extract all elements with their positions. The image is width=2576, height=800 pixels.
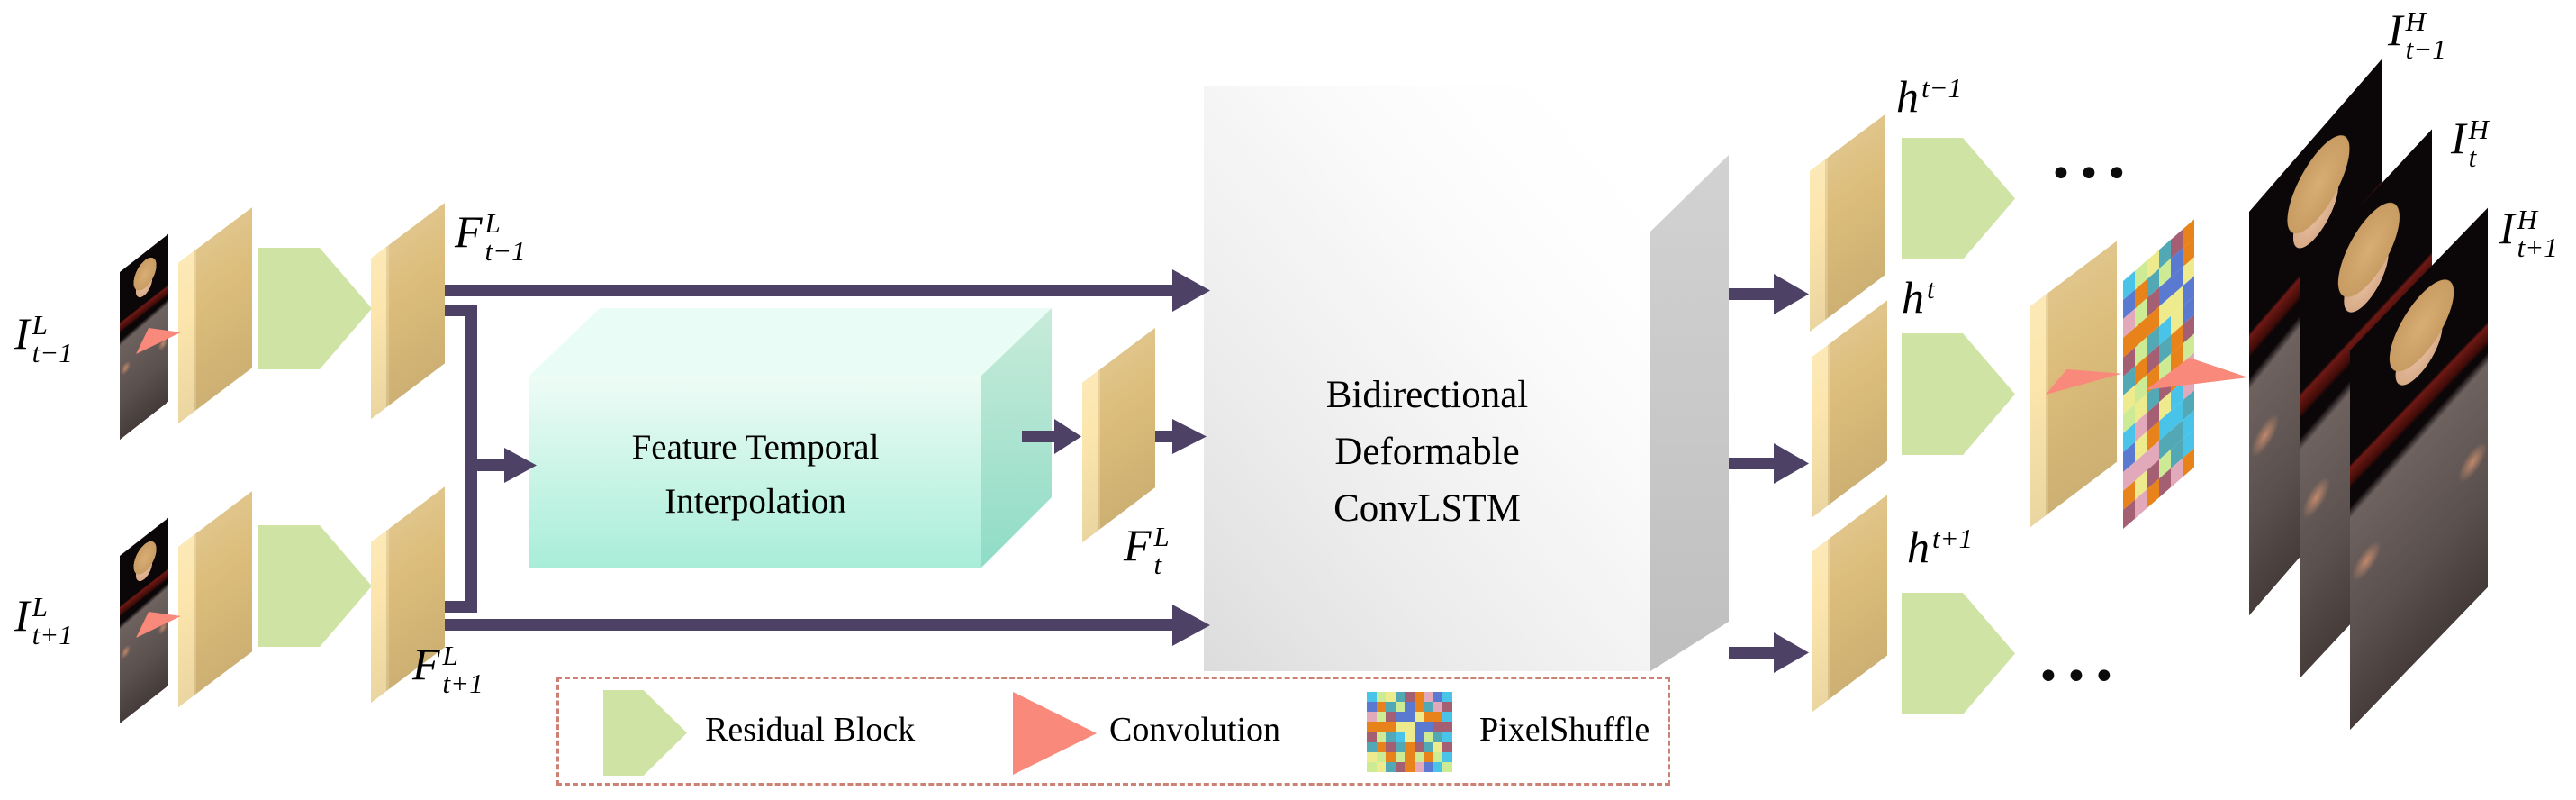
pixelshuffle-icon bbox=[1367, 692, 1452, 772]
hidden-state-t-label: h t bbox=[1902, 272, 1935, 323]
legend-residual-block-label: Residual Block bbox=[705, 711, 916, 749]
convolution-icon bbox=[1013, 692, 1097, 775]
convlstm-box-title: Bidirectional Deformable ConvLSTM bbox=[1325, 374, 1529, 530]
ellipsis-top: ••• bbox=[2049, 151, 2133, 197]
hidden-state-next-label: h t+1 bbox=[1907, 522, 1974, 572]
residual-block-icon bbox=[603, 690, 687, 776]
hidden-state-prev-label: h t−1 bbox=[1896, 71, 1963, 122]
fti-box-title: Feature Temporal Interpolation bbox=[631, 428, 880, 521]
legend: Residual Block Convolution PixelShuffle bbox=[556, 677, 1670, 786]
legend-convolution-label: Convolution bbox=[1109, 711, 1281, 749]
ellipsis-bottom: ••• bbox=[2037, 654, 2120, 700]
feature-temporal-interpolation-box bbox=[529, 308, 1052, 568]
bidirectional-deformable-convlstm-box bbox=[1204, 86, 1729, 671]
legend-pixelshuffle-label: PixelShuffle bbox=[1479, 711, 1650, 749]
